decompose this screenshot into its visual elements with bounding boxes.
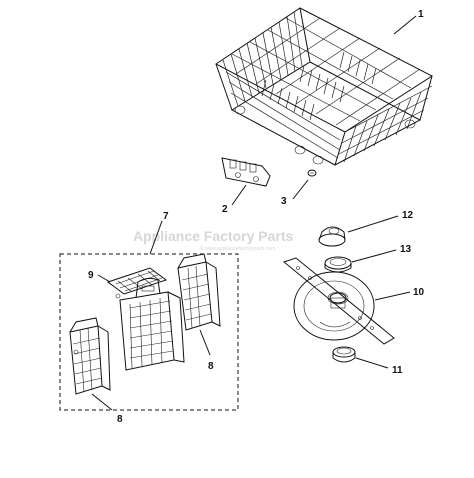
leader-11 (355, 357, 389, 369)
spray-arm-part-10 (282, 257, 395, 345)
leader-8a (91, 393, 113, 411)
callout-12: 12 (402, 210, 414, 221)
leader-8b (199, 329, 211, 356)
basket-left-part-8 (69, 317, 111, 395)
leader-7 (149, 220, 163, 255)
center-basket (119, 277, 185, 371)
watermark-url: © www.appliancefactoryparts.com (200, 245, 275, 252)
leader-12 (347, 215, 399, 233)
leader-3 (292, 179, 309, 200)
screw-part-3 (307, 169, 317, 177)
callout-8-right: 8 (208, 361, 214, 372)
basket-assembly-boundary (59, 253, 239, 411)
ring-part-13 (324, 256, 352, 273)
callout-8-left: 8 (117, 414, 123, 425)
leader-9 (97, 274, 111, 283)
leader-13 (351, 249, 397, 263)
leader-1 (393, 15, 417, 35)
callout-2: 2 (222, 204, 228, 215)
watermark-title: Appliance Factory Parts (133, 228, 293, 244)
leader-2 (231, 184, 247, 206)
callout-13: 13 (400, 244, 412, 255)
spray-cap-part-12 (318, 226, 346, 247)
callout-10: 10 (413, 287, 425, 298)
seal-part-11 (332, 346, 356, 363)
callout-3: 3 (281, 196, 287, 207)
callout-7: 7 (163, 211, 169, 222)
callout-1: 1 (418, 9, 424, 20)
leader-10 (374, 291, 411, 301)
dishrack-part-1 (215, 7, 433, 166)
callout-9: 9 (88, 270, 94, 281)
callout-11: 11 (392, 365, 403, 376)
basket-right-part-8 (177, 253, 221, 331)
wheel-bracket-part-2 (221, 157, 271, 187)
